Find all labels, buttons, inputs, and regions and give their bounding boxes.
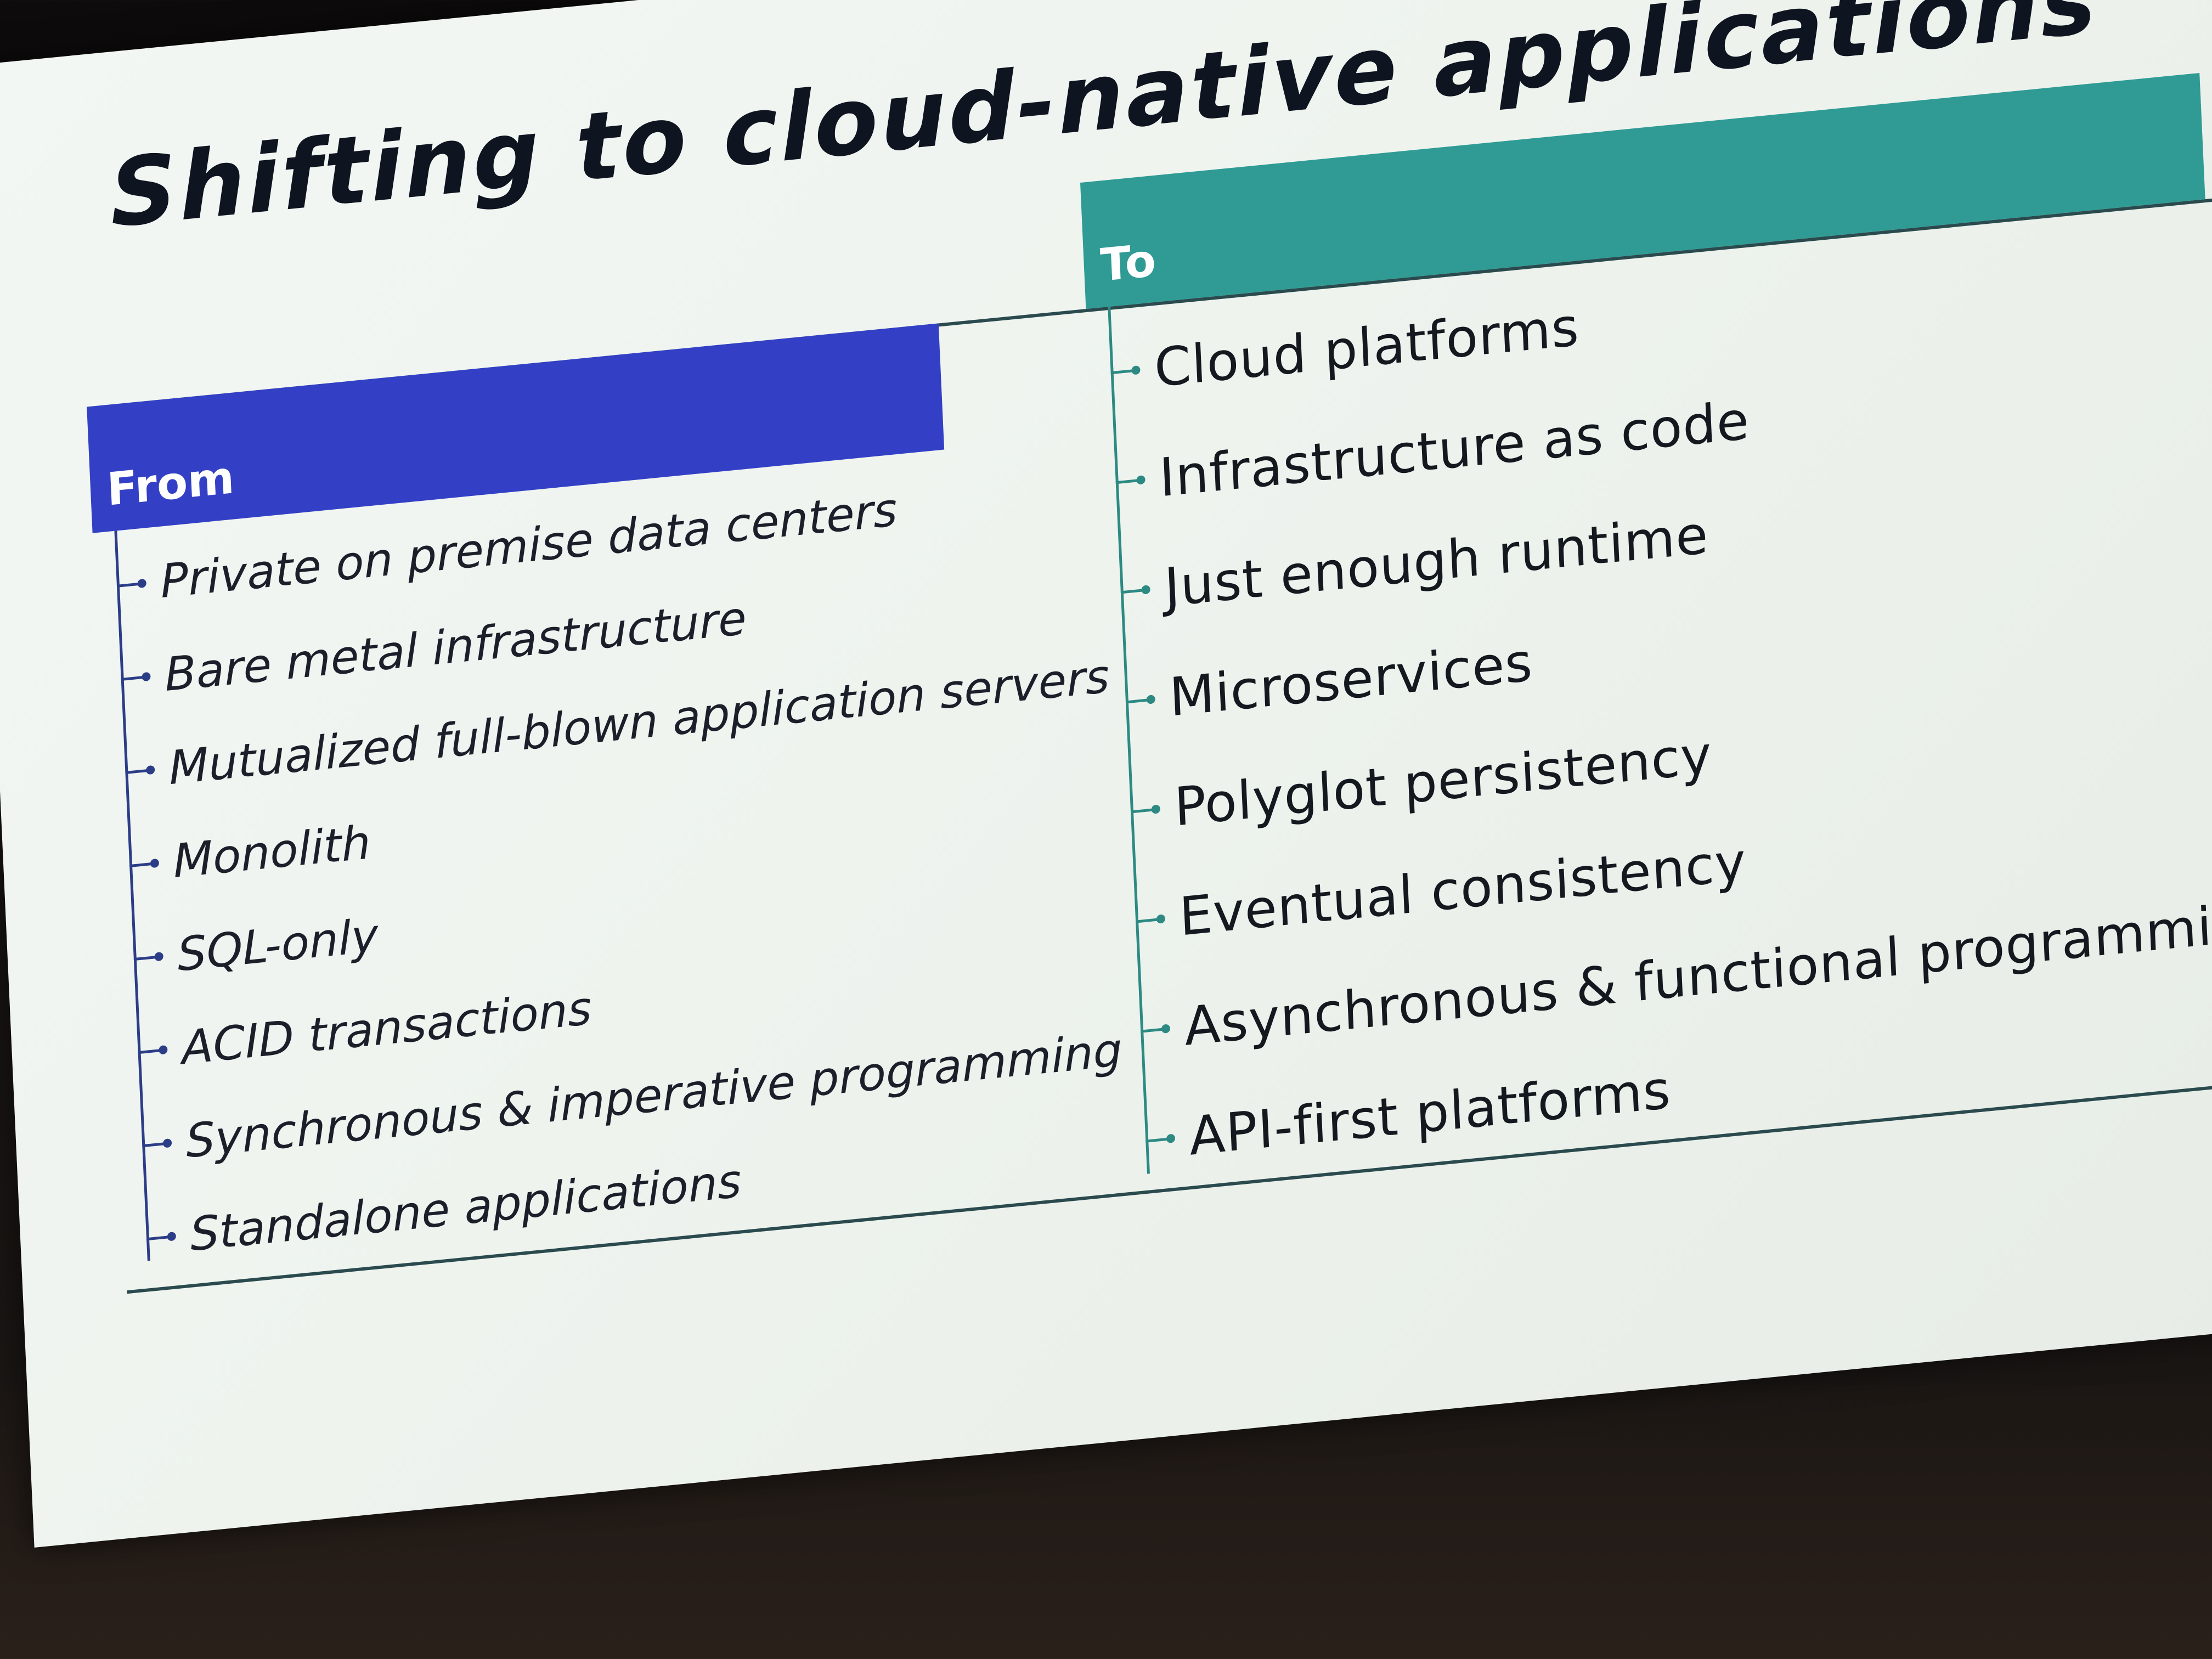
tree-connector bbox=[138, 1048, 160, 1054]
tree-connector bbox=[129, 862, 152, 867]
tree-connector bbox=[1110, 369, 1133, 374]
from-item-label: Standalone applications bbox=[189, 1153, 743, 1262]
to-item: Microservices bbox=[1124, 629, 1534, 735]
tree-connector bbox=[1120, 588, 1143, 594]
to-item-label: Cloud platforms bbox=[1153, 296, 1581, 399]
from-item-label: SQL-only bbox=[176, 908, 380, 982]
to-item-label: Eventual consistency bbox=[1178, 831, 1748, 948]
from-item-label: ACID transactions bbox=[180, 981, 593, 1075]
tree-connector bbox=[1136, 918, 1158, 923]
tree-connector bbox=[1115, 478, 1138, 484]
tree-connector bbox=[1125, 698, 1148, 703]
from-item: ACID transactions bbox=[137, 975, 593, 1085]
tree-connector bbox=[142, 1142, 165, 1147]
tree-connector bbox=[116, 582, 139, 588]
to-item-label: Microservices bbox=[1168, 631, 1534, 729]
tree-connector bbox=[1146, 1137, 1168, 1143]
tree-connector bbox=[1141, 1028, 1163, 1033]
to-item-label: API-first platforms bbox=[1188, 1058, 1672, 1167]
to-item: Cloud platforms bbox=[1109, 294, 1581, 406]
to-item-label: Polyglot persistency bbox=[1173, 724, 1713, 838]
tree-connector bbox=[121, 675, 143, 681]
to-item: Polyglot persistency bbox=[1129, 722, 1713, 845]
from-item-label: Bare metal infrastructure bbox=[163, 591, 748, 702]
to-item-label: Infrastructure as code bbox=[1158, 390, 1751, 509]
from-item: Monolith bbox=[128, 809, 372, 899]
to-item: Infrastructure as code bbox=[1114, 387, 1751, 515]
projection: Shifting to cloud-native applications Fr… bbox=[0, 0, 2212, 1548]
tree-connector bbox=[146, 1235, 168, 1240]
from-header-label: From bbox=[105, 452, 236, 516]
to-item: Just enough runtime bbox=[1119, 501, 1709, 625]
to-item: API-first platforms bbox=[1144, 1057, 1672, 1174]
tree-connector bbox=[1130, 808, 1153, 814]
to-header-label: To bbox=[1099, 234, 1157, 292]
tree-connector bbox=[133, 955, 156, 961]
to-item-label: Just enough runtime bbox=[1163, 504, 1710, 619]
from-item-label: Monolith bbox=[172, 815, 372, 889]
slide: Shifting to cloud-native applications Fr… bbox=[0, 0, 2212, 1548]
from-item: SQL-only bbox=[132, 902, 380, 992]
to-item: Eventual consistency bbox=[1134, 828, 1747, 954]
tree-connector bbox=[125, 769, 148, 774]
